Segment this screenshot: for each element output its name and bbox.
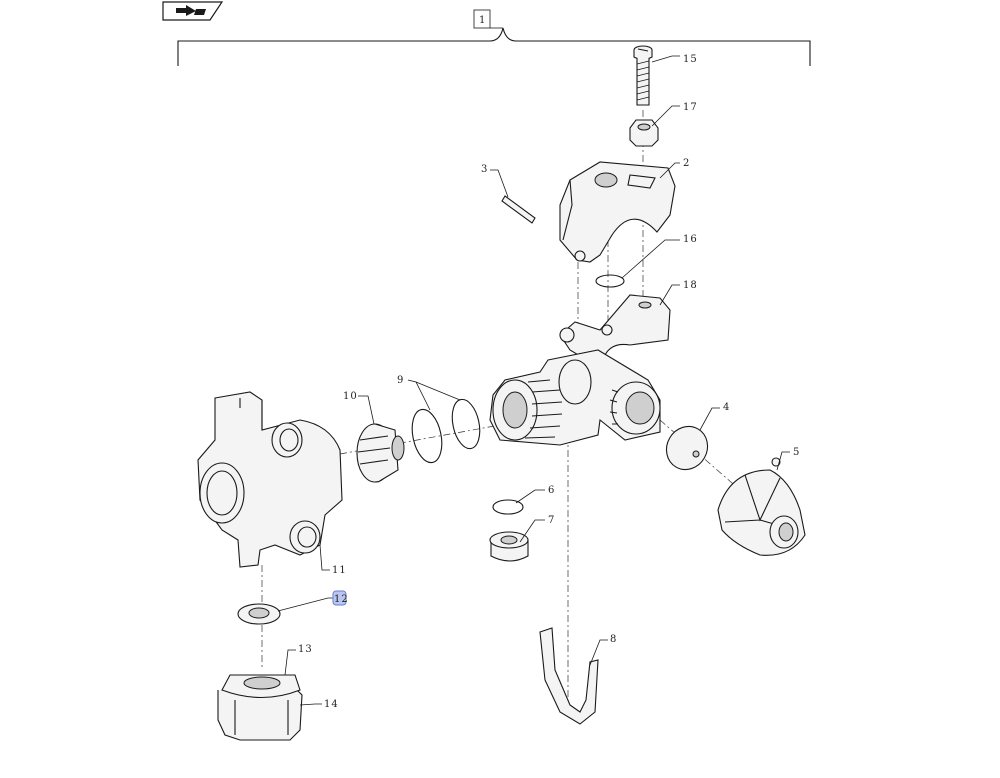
part-3-pin [501,195,536,224]
callout-14: 14 [324,699,339,710]
part-17-nut [629,119,659,147]
callout-6: 6 [548,485,555,496]
part-2-clamp [559,161,676,263]
part-10-filter [356,423,405,483]
callout-11: 11 [332,565,347,576]
callout-2: 2 [683,158,690,169]
part-7-bushing [489,531,529,562]
callout-13: 13 [298,644,313,655]
assembly-reference[interactable]: 1 [473,9,491,29]
callout-8: 8 [610,634,617,645]
assembly-bracket [177,27,811,66]
part-8-clip [539,627,599,725]
part-18-clamp [559,294,671,363]
callout-7: 7 [548,515,555,526]
callout-18: 18 [683,280,698,291]
callout-9: 9 [397,375,404,386]
callout-4: 4 [723,402,730,413]
callout-17: 17 [683,102,698,113]
callout-3: 3 [481,164,488,175]
nozzle-body [489,349,661,446]
callout-12-highlight[interactable]: 12 [332,590,349,606]
part-13-14-nozzle-cap [217,674,303,741]
callout-5: 5 [793,447,800,458]
callout-12: 12 [334,594,349,605]
part-9-o-rings [411,398,481,464]
part-5-cap [717,457,806,556]
part-16-o-ring [595,274,625,288]
part-11-body [197,391,343,568]
part-15-screw [633,45,653,106]
part-4-disc [665,425,709,471]
part-12-washer [237,603,281,625]
callout-10: 10 [343,391,358,402]
book-arrow-icon[interactable] [162,1,224,21]
part-6-o-ring [492,499,524,515]
callout-16: 16 [683,234,698,245]
callout-15: 15 [683,54,698,65]
assembly-ref-label: 1 [479,15,486,26]
